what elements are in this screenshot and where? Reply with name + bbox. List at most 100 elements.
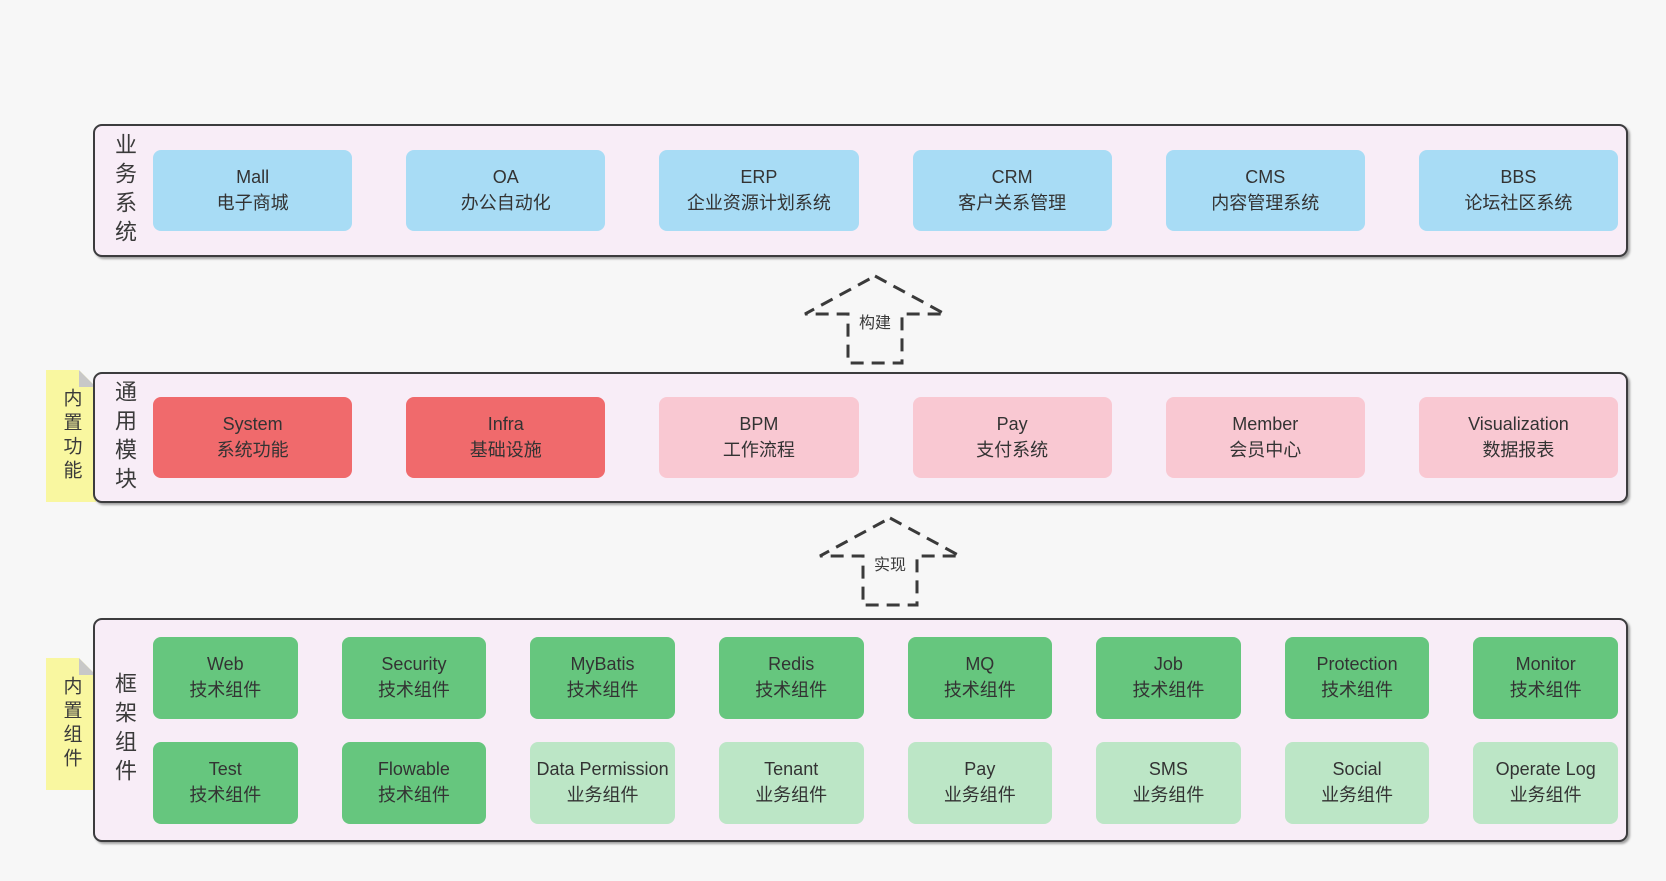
box-title: CMS	[1245, 166, 1286, 187]
box-title: Security	[381, 653, 447, 674]
layer-label-zone: 框架组件	[95, 620, 153, 840]
box-title: Monitor	[1515, 653, 1576, 674]
component-box-tenant: Tenant 业务组件	[718, 741, 864, 824]
layer-modules-label: 通用模块	[112, 379, 137, 496]
box-subtitle: 业务组件	[1509, 784, 1582, 805]
box-title: Tenant	[764, 758, 819, 779]
box-title: Flowable	[377, 758, 450, 779]
box-subtitle: 工作流程	[722, 439, 795, 460]
box-subtitle: 内容管理系统	[1211, 192, 1320, 213]
box-title: MQ	[965, 653, 995, 674]
sticky-note-builtin-features: 内置功能	[46, 370, 96, 502]
box-subtitle: 论坛社区系统	[1464, 192, 1573, 213]
component-box-member: Member 会员中心	[1165, 397, 1365, 478]
box-subtitle: 数据报表	[1482, 439, 1555, 460]
box-subtitle: 企业资源计划系统	[686, 192, 831, 213]
box-subtitle: 技术组件	[943, 679, 1016, 700]
box-subtitle: 会员中心	[1229, 439, 1302, 460]
component-box-infra: Infra 基础设施	[406, 397, 606, 478]
component-box-security: Security 技术组件	[341, 636, 487, 719]
box-subtitle: 技术组件	[566, 679, 639, 700]
box-subtitle: 支付系统	[976, 439, 1049, 460]
box-title: Social	[1332, 758, 1382, 779]
box-subtitle: 电子商城	[216, 192, 289, 213]
sticky-note-builtin-components: 内置组件	[46, 658, 96, 790]
box-subtitle: 系统功能	[216, 439, 289, 460]
component-box-erp: ERP 企业资源计划系统	[659, 150, 859, 231]
arrow-implement-label: 实现	[871, 550, 909, 576]
layer-label-zone: 业务系统	[95, 126, 153, 255]
component-box-social: Social 业务组件	[1284, 741, 1430, 824]
box-title: Protection	[1316, 653, 1398, 674]
box-title: Data Permission	[536, 758, 669, 779]
box-subtitle: 技术组件	[1509, 679, 1582, 700]
sticky-components-label: 内置组件	[60, 676, 82, 772]
box-title: Web	[206, 653, 244, 674]
dashed-up-arrow-icon	[804, 274, 946, 365]
component-box-mall: Mall 电子商城	[153, 150, 353, 231]
box-title: Infra	[487, 413, 524, 434]
box-subtitle: 技术组件	[755, 679, 828, 700]
dashed-up-arrow-icon	[819, 516, 961, 607]
sticky-features-label: 内置功能	[60, 388, 82, 484]
component-box-test: Test 技术组件	[153, 741, 298, 824]
component-box-cms: CMS 内容管理系统	[1165, 150, 1365, 231]
component-box-mq: MQ 技术组件	[907, 636, 1053, 719]
box-subtitle: 技术组件	[377, 679, 450, 700]
box-title: Redis	[768, 653, 815, 674]
component-box-monitor: Monitor 技术组件	[1473, 636, 1618, 719]
box-subtitle: 技术组件	[189, 784, 262, 805]
component-box-pay: Pay 业务组件	[907, 741, 1053, 824]
box-title: Operate Log	[1495, 758, 1596, 779]
box-title: MyBatis	[570, 653, 635, 674]
box-subtitle: 技术组件	[1132, 679, 1205, 700]
component-box-flowable: Flowable 技术组件	[341, 741, 487, 824]
box-title: BBS	[1500, 166, 1537, 187]
arrow-build-label: 构建	[856, 308, 894, 334]
box-title: ERP	[740, 166, 778, 187]
component-box-mybatis: MyBatis 技术组件	[530, 636, 675, 719]
box-title: Pay	[964, 758, 996, 779]
box-subtitle: 技术组件	[189, 679, 262, 700]
box-subtitle: 业务组件	[1321, 784, 1394, 805]
box-title: SMS	[1148, 758, 1188, 779]
component-box-sms: SMS 业务组件	[1096, 741, 1241, 824]
component-box-system: System 系统功能	[153, 397, 353, 478]
box-title: Member	[1232, 413, 1299, 434]
arrow-implement: 实现	[815, 514, 965, 609]
component-box-web: Web 技术组件	[153, 636, 298, 719]
layer-framework-components: 框架组件 Web 技术组件 Security 技术组件 MyBatis 技术组件 Redis…	[93, 618, 1628, 842]
box-title: Job	[1153, 653, 1183, 674]
box-title: Test	[208, 758, 242, 779]
box-subtitle: 客户关系管理	[958, 192, 1067, 213]
box-subtitle: 基础设施	[469, 439, 542, 460]
box-title: Mall	[236, 166, 270, 187]
component-box-operate-log: Operate Log 业务组件	[1473, 741, 1618, 824]
box-subtitle: 技术组件	[377, 784, 450, 805]
component-box-bbs: BBS 论坛社区系统	[1418, 150, 1619, 231]
layer-label-zone: 通用模块	[95, 374, 153, 501]
component-box-job: Job 技术组件	[1096, 636, 1241, 719]
box-title: System	[222, 413, 283, 434]
box-subtitle: 业务组件	[943, 784, 1016, 805]
box-title: BPM	[739, 413, 779, 434]
box-subtitle: 业务组件	[755, 784, 828, 805]
box-subtitle: 办公自动化	[460, 192, 551, 213]
box-subtitle: 业务组件	[1132, 784, 1205, 805]
